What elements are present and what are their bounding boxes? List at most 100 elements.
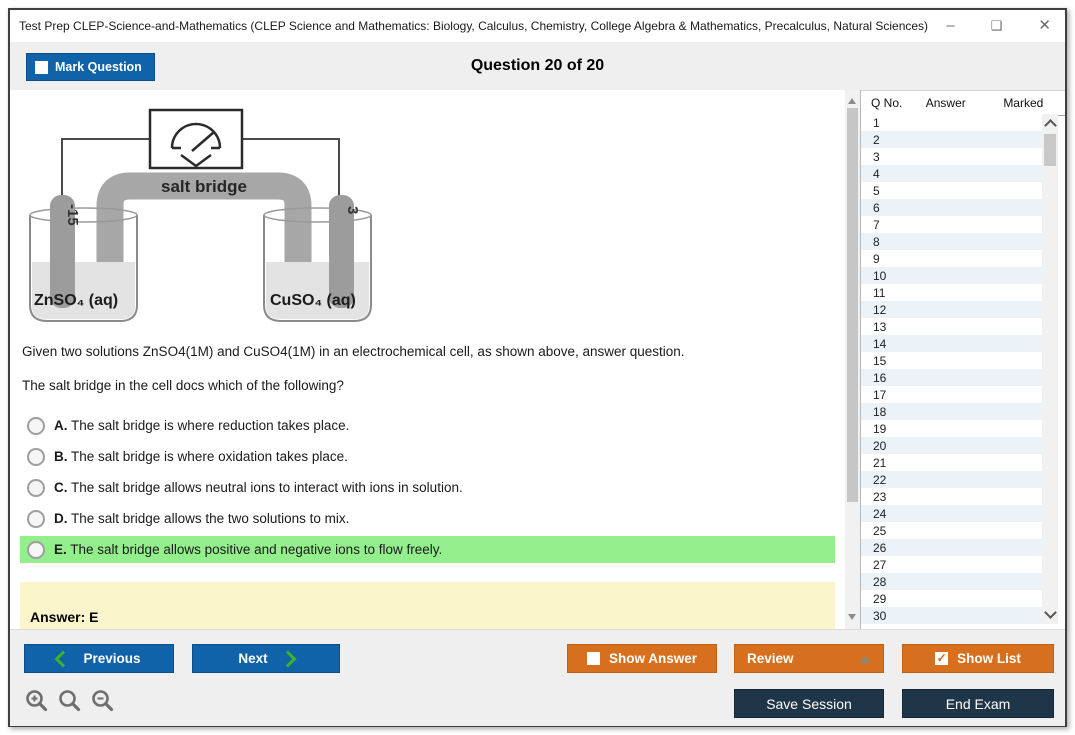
option-b[interactable]: B. The salt bridge is where oxidation ta… <box>20 443 835 470</box>
answer-panel: Answer: E <box>20 582 835 629</box>
question-list-row[interactable]: 21 <box>861 454 1043 471</box>
question-list-header: Q No. Answer Marked <box>861 90 1065 116</box>
list-scrollbar-thumb[interactable] <box>1044 134 1056 166</box>
zoom-reset-icon[interactable] <box>57 688 83 714</box>
main-scrollbar[interactable] <box>845 90 860 629</box>
question-list-row[interactable]: 6 <box>861 199 1043 216</box>
question-list-row[interactable]: 12 <box>861 301 1043 318</box>
option-a[interactable]: A. The salt bridge is where reduction ta… <box>20 412 835 439</box>
row-qno: 27 <box>873 557 887 572</box>
previous-button[interactable]: Previous <box>24 644 174 673</box>
row-qno: 30 <box>873 608 887 623</box>
next-label: Next <box>238 651 268 666</box>
question-list-row[interactable]: 22 <box>861 471 1043 488</box>
radio-button[interactable] <box>27 447 45 466</box>
question-list-row[interactable]: 26 <box>861 539 1043 556</box>
list-scrollbar[interactable] <box>1042 114 1058 624</box>
option-text: A. The salt bridge is where reduction ta… <box>54 418 350 433</box>
question-list-row[interactable]: 8 <box>861 233 1043 250</box>
question-list-row[interactable]: 11 <box>861 284 1043 301</box>
option-d[interactable]: D. The salt bridge allows the two soluti… <box>20 505 835 532</box>
row-qno: 21 <box>873 455 887 470</box>
question-list-row[interactable]: 18 <box>861 403 1043 420</box>
mark-question-checkbox[interactable] <box>35 60 48 74</box>
question-list-row[interactable]: 2 <box>861 131 1043 148</box>
row-qno: 7 <box>873 217 880 232</box>
question-list-row[interactable]: 13 <box>861 318 1043 335</box>
question-list-row[interactable]: 25 <box>861 522 1043 539</box>
show-answer-button[interactable]: Show Answer <box>567 644 717 673</box>
question-list-row[interactable]: 7 <box>861 216 1043 233</box>
row-qno: 24 <box>873 506 887 521</box>
voltmeter-icon <box>148 108 244 170</box>
show-list-button[interactable]: ✓ Show List <box>902 644 1054 673</box>
question-list-row[interactable]: 30 <box>861 607 1043 624</box>
row-qno: 20 <box>873 438 887 453</box>
show-list-checkbox[interactable]: ✓ <box>935 652 949 665</box>
question-list-row[interactable]: 28 <box>861 573 1043 590</box>
save-session-button[interactable]: Save Session <box>734 689 884 718</box>
scroll-down-icon[interactable] <box>848 614 856 620</box>
row-qno: 18 <box>873 404 887 419</box>
radio-button[interactable] <box>27 478 45 497</box>
list-scroll-up-icon[interactable] <box>1044 119 1057 132</box>
row-qno: 11 <box>873 285 886 300</box>
row-qno: 25 <box>873 523 887 538</box>
electrochemical-cell-diagram: -15 3 salt bridge ZnSO₄ (aq) CuSO₄ (aq) <box>29 108 372 322</box>
question-list-row[interactable]: 23 <box>861 488 1043 505</box>
column-answer: Answer <box>925 96 966 110</box>
question-list-row[interactable]: 1 <box>861 114 1043 131</box>
question-list-row[interactable]: 10 <box>861 267 1043 284</box>
question-list-row[interactable]: 4 <box>861 165 1043 182</box>
radio-button[interactable] <box>27 509 45 528</box>
question-list-row[interactable]: 15 <box>861 352 1043 369</box>
row-qno: 8 <box>873 234 880 249</box>
row-qno: 3 <box>873 149 880 164</box>
question-list-row[interactable]: 24 <box>861 505 1043 522</box>
show-answer-checkbox[interactable] <box>586 652 600 665</box>
question-list-row[interactable]: 3 <box>861 148 1043 165</box>
option-text: C. The salt bridge allows neutral ions t… <box>54 480 463 495</box>
chevron-right-icon <box>279 650 297 667</box>
scroll-up-icon[interactable] <box>848 98 856 104</box>
close-icon[interactable]: ✕ <box>1038 17 1051 34</box>
minimize-icon[interactable]: – <box>946 17 955 34</box>
show-list-label: Show List <box>957 651 1021 666</box>
question-list-row[interactable]: 29 <box>861 590 1043 607</box>
question-list-row[interactable]: 16 <box>861 369 1043 386</box>
question-list-row[interactable]: 20 <box>861 437 1043 454</box>
save-session-label: Save Session <box>766 695 852 712</box>
option-e[interactable]: E. The salt bridge allows positive and n… <box>20 536 835 563</box>
row-qno: 9 <box>873 251 880 266</box>
left-solution-label: ZnSO₄ (aq) <box>34 292 118 309</box>
maximize-icon[interactable]: ❑ <box>990 18 1003 33</box>
end-exam-button[interactable]: End Exam <box>902 689 1054 718</box>
review-button[interactable]: Review <box>734 644 884 673</box>
question-list-row[interactable]: 9 <box>861 250 1043 267</box>
row-qno: 15 <box>873 353 887 368</box>
option-text: E. The salt bridge allows positive and n… <box>54 542 443 557</box>
chevron-left-icon <box>54 650 72 667</box>
dropdown-up-icon <box>859 656 871 663</box>
question-list-row[interactable]: 27 <box>861 556 1043 573</box>
radio-button[interactable] <box>27 416 45 435</box>
question-list-row[interactable]: 19 <box>861 420 1043 437</box>
zoom-out-icon[interactable] <box>90 688 116 714</box>
row-qno: 2 <box>873 132 880 147</box>
column-marked: Marked <box>1003 96 1044 110</box>
mark-question-button[interactable]: Mark Question <box>26 53 155 81</box>
radio-button[interactable] <box>27 540 45 559</box>
question-counter: Question 20 of 20 <box>470 57 605 74</box>
option-c[interactable]: C. The salt bridge allows neutral ions t… <box>20 474 835 501</box>
mark-question-label: Mark Question <box>55 60 142 74</box>
question-list-row[interactable]: 5 <box>861 182 1043 199</box>
question-list-row[interactable]: 14 <box>861 335 1043 352</box>
right-electrode-label: 3 <box>344 206 361 214</box>
list-scroll-down-icon[interactable] <box>1044 606 1057 619</box>
scrollbar-thumb[interactable] <box>847 108 858 502</box>
zoom-in-icon[interactable] <box>24 688 50 714</box>
question-list-row[interactable]: 17 <box>861 386 1043 403</box>
next-button[interactable]: Next <box>192 644 340 673</box>
